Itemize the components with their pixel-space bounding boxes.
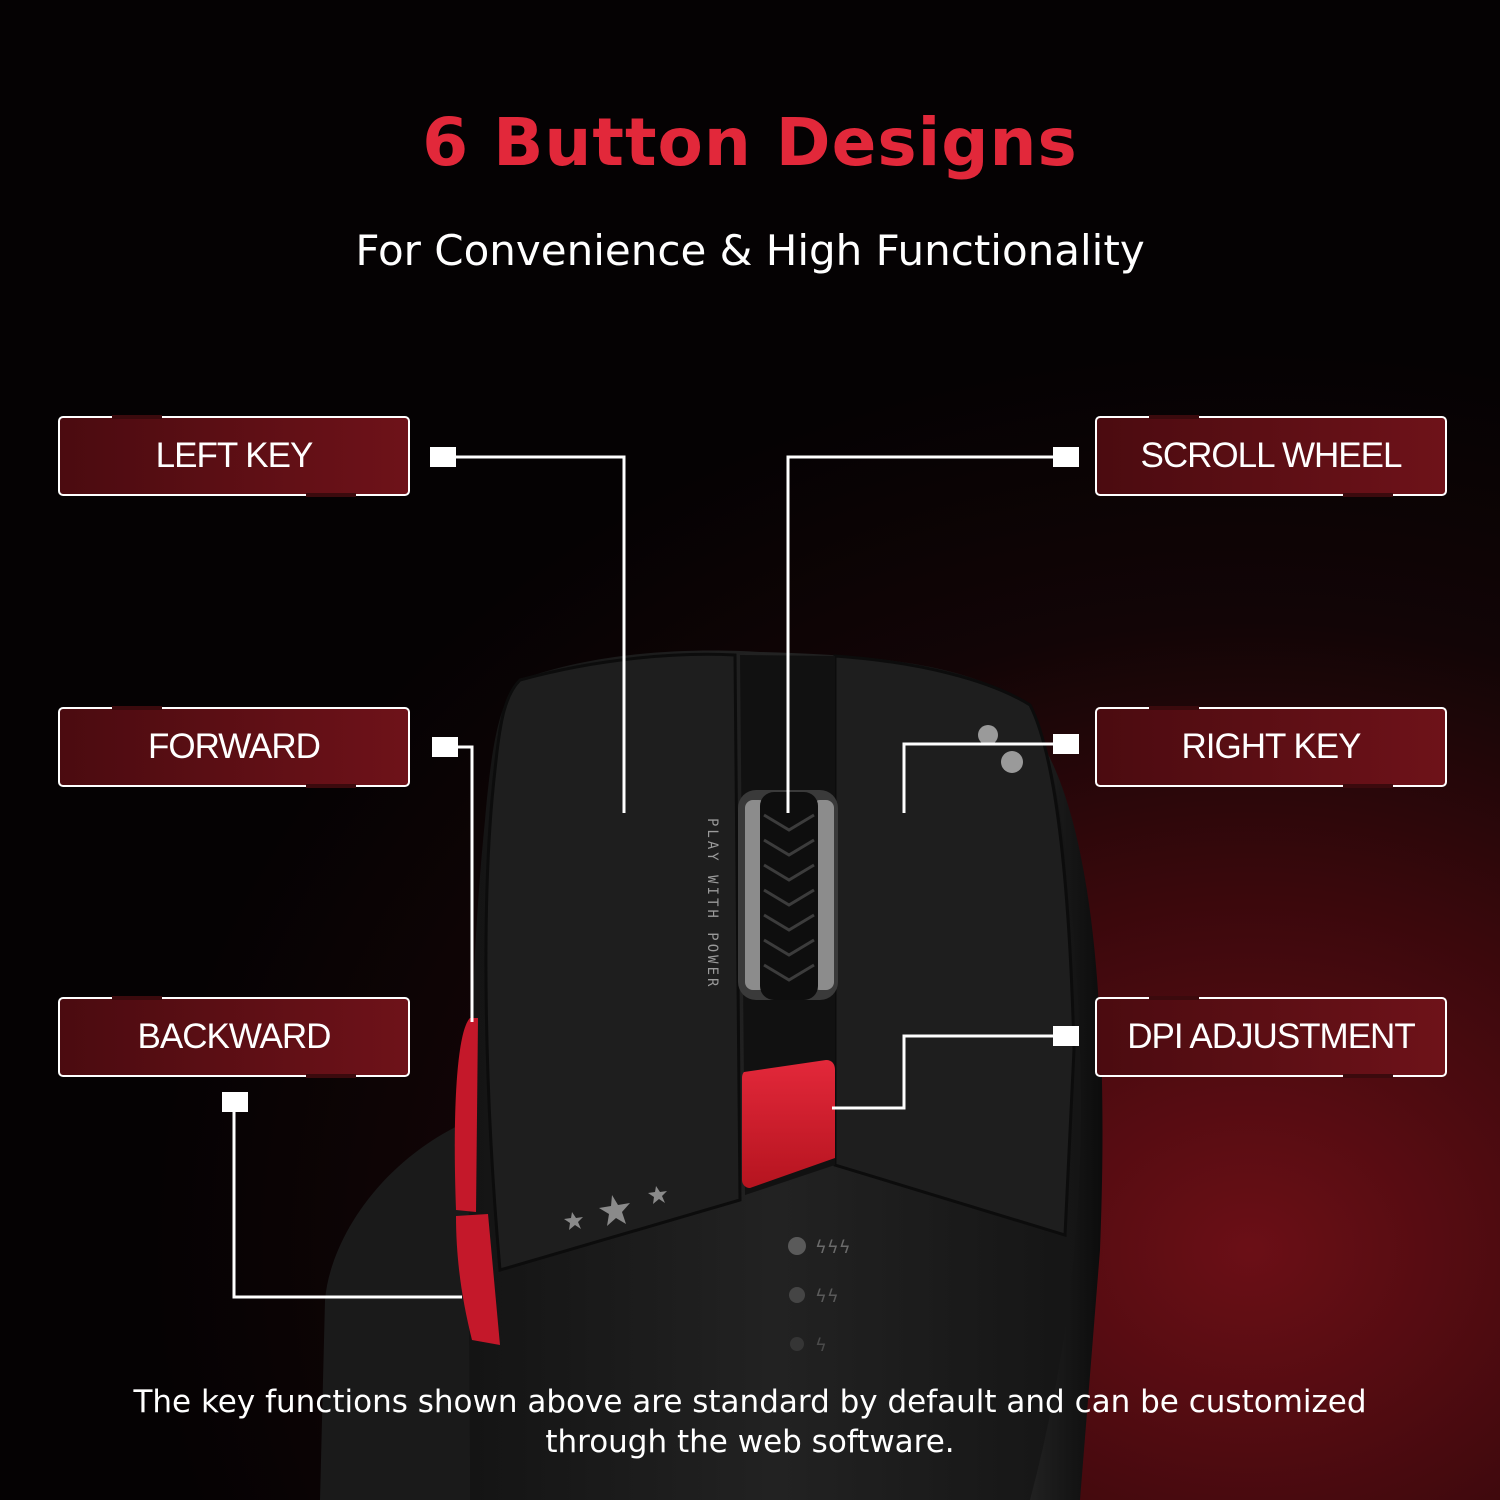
mouse-embossed-text: PLAY WITH POWER bbox=[704, 818, 720, 989]
mouse-left-button bbox=[484, 652, 742, 1272]
scroll-wheel-line bbox=[786, 455, 1055, 813]
page-title: 6 Button Designs bbox=[422, 104, 1078, 181]
forward-side-button bbox=[454, 1018, 478, 1212]
mouse-right-button bbox=[833, 654, 1076, 1237]
left-key-line bbox=[456, 455, 626, 813]
scroll-wheel-label-text: SCROLL WHEEL bbox=[1140, 436, 1403, 475]
footer-note: The key functions shown above are standa… bbox=[133, 1384, 1367, 1460]
dpi-adjustment-label: DPI ADJUSTMENT bbox=[1095, 996, 1447, 1078]
right-key-label-text: RIGHT KEY bbox=[1181, 727, 1361, 766]
callout-lines bbox=[232, 455, 1055, 1299]
right-key-label: RIGHT KEY bbox=[1095, 706, 1447, 788]
left-key-label: LEFT KEY bbox=[58, 415, 410, 497]
scroll-wheel bbox=[738, 790, 838, 1000]
svg-text:ϟ: ϟ bbox=[815, 1335, 827, 1356]
forward-line bbox=[458, 745, 474, 1022]
forward-connector bbox=[432, 737, 458, 757]
backward-connector bbox=[222, 1092, 248, 1112]
left-key-label-text: LEFT KEY bbox=[155, 436, 314, 475]
right-key-line bbox=[902, 742, 1055, 813]
left-key-connector bbox=[430, 447, 456, 467]
dpi-indicator-icon: ϟϟϟ ϟϟ ϟ bbox=[788, 1237, 851, 1356]
backward-label: BACKWARD bbox=[58, 996, 410, 1078]
dpi-line bbox=[832, 1034, 1055, 1110]
page-subtitle: For Convenience & High Functionality bbox=[355, 226, 1145, 275]
scroll-wheel-connector bbox=[1053, 447, 1079, 467]
right-key-connector bbox=[1053, 734, 1079, 754]
svg-text:ϟϟϟ: ϟϟϟ bbox=[815, 1237, 851, 1258]
shuriken-icon bbox=[564, 1186, 667, 1230]
dpi-connector bbox=[1053, 1026, 1079, 1046]
backward-label-text: BACKWARD bbox=[137, 1017, 332, 1056]
forward-label-text: FORWARD bbox=[148, 727, 321, 766]
svg-text:ϟϟ: ϟϟ bbox=[815, 1286, 839, 1307]
scroll-wheel-label: SCROLL WHEEL bbox=[1095, 415, 1447, 497]
backward-side-button bbox=[456, 1214, 500, 1345]
forward-label: FORWARD bbox=[58, 706, 410, 788]
dpi-button bbox=[742, 1060, 835, 1188]
backward-line bbox=[232, 1110, 462, 1299]
dpi-adjustment-label-text: DPI ADJUSTMENT bbox=[1127, 1017, 1415, 1056]
shuriken-logo-icon bbox=[978, 725, 1023, 773]
